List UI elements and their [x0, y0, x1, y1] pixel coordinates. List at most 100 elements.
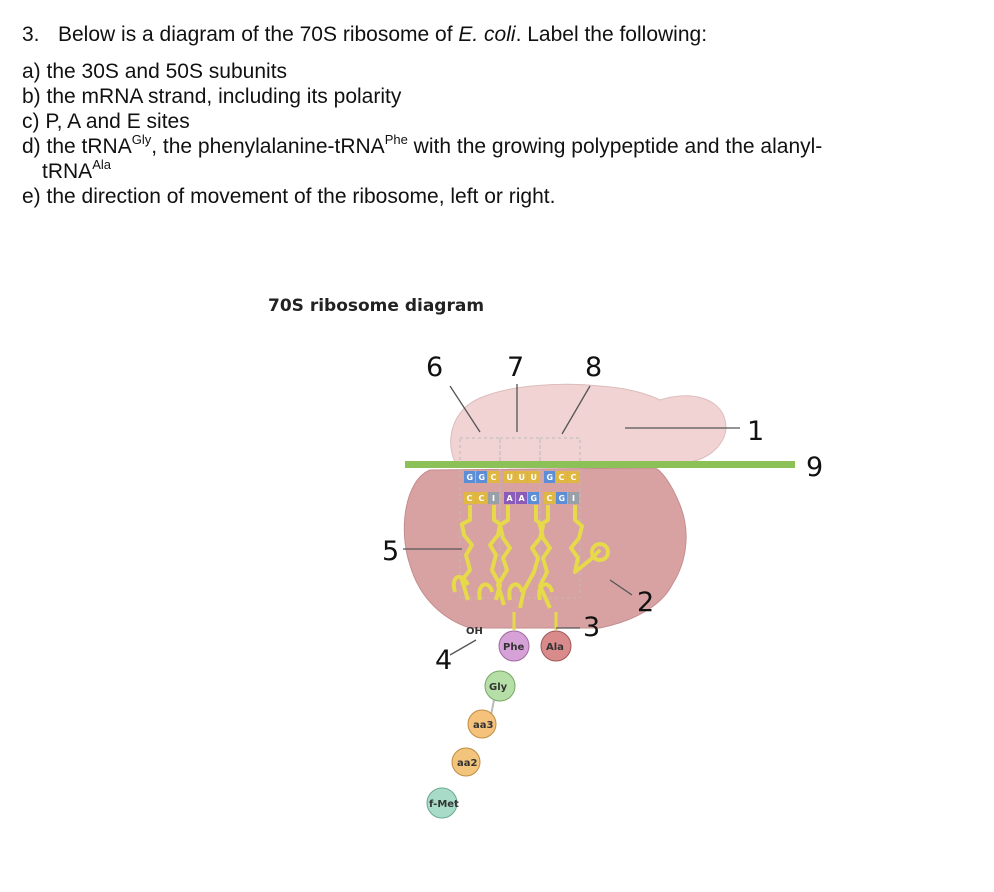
codon-base-1 — [464, 471, 475, 483]
leader-line-2 — [609, 579, 633, 596]
anticodon-base-5-label: A — [519, 494, 526, 503]
question-parts: a) the 30S and 50S subunits b) the mRNA … — [22, 59, 972, 209]
phe-residue — [498, 630, 530, 662]
label-5: 5 — [382, 536, 399, 567]
trna-a-loop — [590, 542, 610, 562]
codon-base-7 — [544, 471, 555, 483]
aa2-residue — [451, 747, 481, 777]
part-a: a) the 30S and 50S subunits — [22, 60, 288, 83]
part-c: c) P, A and E sites — [22, 110, 190, 133]
oh-label: OH — [466, 626, 483, 637]
part-d-sup-gly: Gly — [131, 132, 152, 147]
gly-label: Gly — [489, 682, 508, 693]
label-2: 2 — [637, 587, 654, 618]
part-d-text-3: with the growing polypeptide and the ala… — [407, 135, 823, 158]
gly-residue — [484, 670, 516, 702]
part-d-continued: tRNAAla — [22, 157, 972, 184]
codon-base-8-label: C — [559, 473, 565, 482]
leader-line-4 — [449, 639, 477, 656]
anticodon-base-3 — [488, 492, 499, 504]
anticodon-base-2 — [476, 492, 487, 504]
ala-residue — [540, 630, 572, 662]
codon-base-2-label: G — [479, 473, 486, 482]
question-title: 3. Below is a diagram of the 70S ribosome… — [22, 22, 972, 47]
leader-line-8 — [561, 385, 591, 435]
anticodon-base-9-label: I — [572, 494, 575, 503]
trna-tails — [451, 575, 554, 601]
anticodon-base-1-label: C — [467, 494, 473, 503]
part-d: d) the tRNAGly, the phenylalanine-tRNAPh… — [22, 132, 972, 159]
ala-label: Ala — [546, 642, 564, 653]
ribosome-sites — [459, 437, 581, 599]
anticodon-base-7 — [544, 492, 555, 504]
mrna-strand — [405, 461, 795, 468]
anticodon-base-3-label: I — [492, 494, 495, 503]
fmet-residue — [426, 787, 458, 819]
anticodon-base-6 — [528, 492, 539, 504]
leader-lines — [403, 384, 740, 656]
codon-base-3-label: C — [491, 473, 497, 482]
codon-base-9-label: C — [571, 473, 577, 482]
aa3-residue — [467, 709, 497, 739]
aa3-label: aa3 — [473, 720, 493, 731]
diagram-title: 70S ribosome diagram — [268, 296, 485, 316]
question-number: 3. — [22, 23, 40, 46]
part-d-text-2: , the phenylalanine-tRNA — [151, 135, 385, 158]
codon-base-8 — [556, 471, 567, 483]
codon-base-6 — [528, 471, 539, 483]
codon-base-3 — [488, 471, 499, 483]
codon-base-1-label: G — [467, 473, 474, 482]
phe-label: Phe — [503, 642, 524, 653]
part-d-sup-phe: Phe — [384, 132, 408, 147]
trna-p-site — [496, 505, 545, 609]
part-d-text-1: d) the tRNA — [22, 135, 132, 158]
anticodon-base-2-label: C — [479, 494, 485, 503]
species-name: E. coli — [458, 23, 516, 46]
part-e: e) the direction of movement of the ribo… — [22, 185, 556, 208]
trna-molecules — [451, 505, 610, 609]
codon-base-5 — [516, 471, 527, 483]
label-1: 1 — [747, 416, 764, 447]
trna-anticodons: C C I A A G C G I — [464, 492, 579, 504]
anticodon-base-6-label: G — [531, 494, 538, 503]
question-text-before: Below is a diagram of the 70S ribosome o… — [58, 23, 459, 46]
trna-e-site — [460, 505, 502, 601]
anticodon-base-4 — [504, 492, 515, 504]
label-4: 4 — [435, 645, 452, 676]
label-7: 7 — [507, 352, 524, 383]
a-site — [539, 437, 581, 599]
label-9: 9 — [806, 452, 823, 483]
anticodon-base-8 — [556, 492, 567, 504]
trna-a-site — [538, 505, 602, 609]
polypeptide: Phe Ala Gly aa3 aa2 f-Met — [426, 612, 572, 819]
codon-base-2 — [476, 471, 487, 483]
anticodon-base-8-label: G — [559, 494, 566, 503]
anticodon-base-9 — [568, 492, 579, 504]
question-block: 3. Below is a diagram of the 70S ribosome… — [22, 22, 972, 209]
part-d-text-4: tRNA — [42, 160, 93, 183]
anticodon-base-1 — [464, 492, 475, 504]
codon-base-9 — [568, 471, 579, 483]
codon-base-5-label: U — [519, 473, 526, 482]
small-subunit — [403, 467, 687, 629]
aa2-label: aa2 — [457, 758, 477, 769]
label-8: 8 — [585, 352, 602, 383]
part-b: b) the mRNA strand, including its polari… — [22, 85, 402, 108]
anticodon-base-5 — [516, 492, 527, 504]
codon-base-6-label: U — [531, 473, 538, 482]
mrna-codons: G G C U U U G C C — [464, 471, 579, 483]
codon-base-4 — [504, 471, 515, 483]
large-subunit — [450, 383, 727, 463]
label-6: 6 — [426, 352, 443, 383]
part-d-sup-ala: Ala — [92, 157, 111, 172]
question-text-after: . Label the following: — [515, 23, 708, 46]
codon-base-7-label: G — [547, 473, 554, 482]
label-3: 3 — [583, 612, 600, 643]
anticodon-base-4-label: A — [507, 494, 514, 503]
number-labels: 1 2 3 4 5 6 7 8 9 — [382, 352, 823, 676]
leader-line-6 — [449, 385, 481, 433]
anticodon-base-7-label: C — [547, 494, 553, 503]
codon-base-4-label: U — [507, 473, 514, 482]
fmet-label: f-Met — [429, 799, 459, 810]
